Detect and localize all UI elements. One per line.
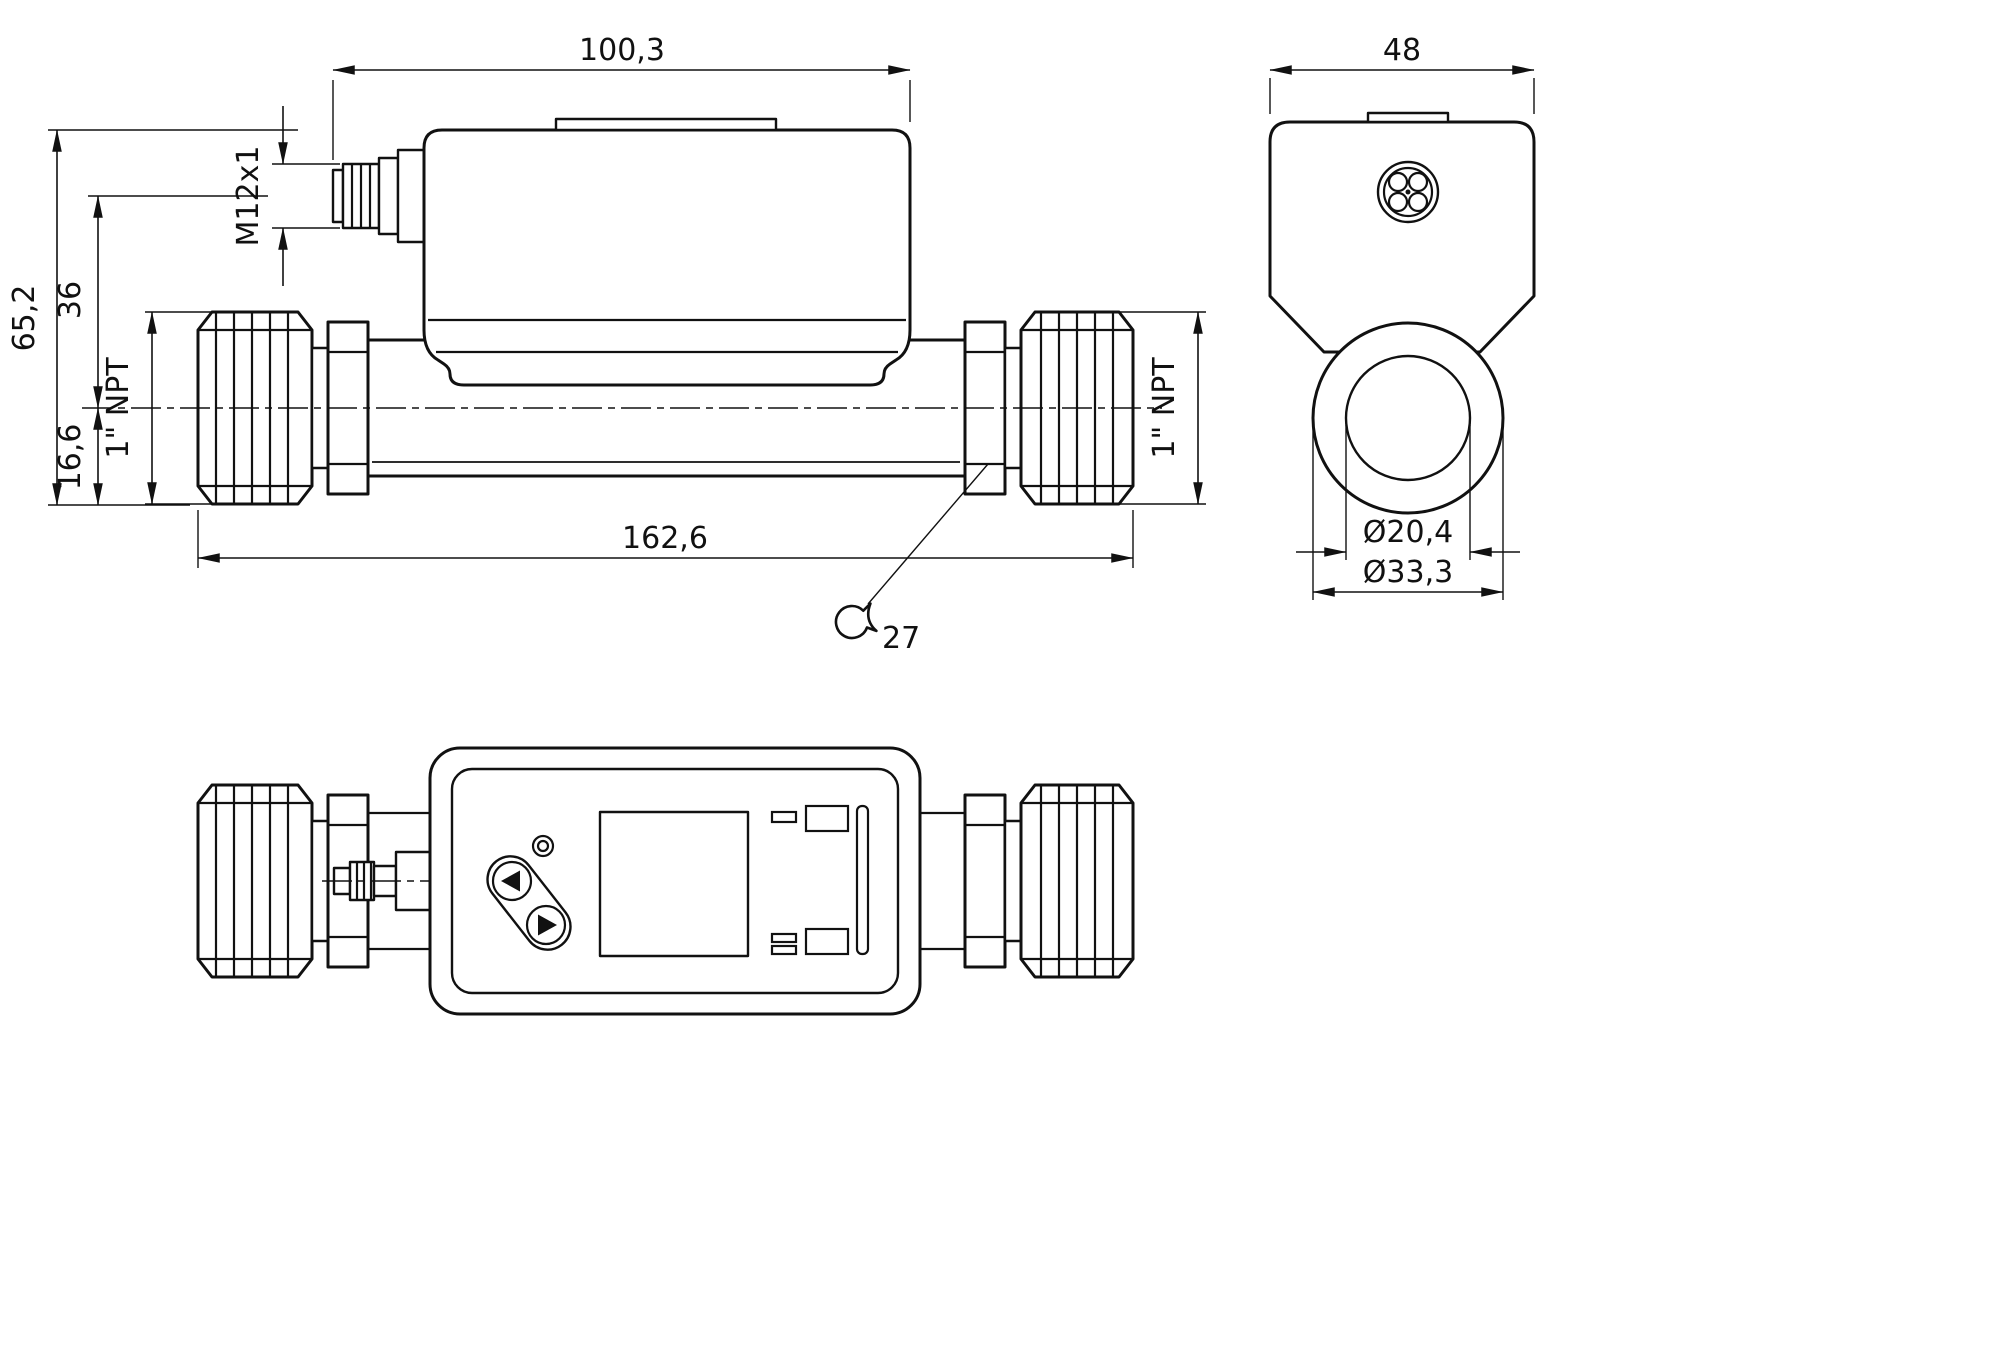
- indicator-bar-top: [770, 810, 798, 824]
- arrow-left-icon: [501, 870, 520, 892]
- m12-connector-end-icon: [1376, 160, 1440, 224]
- port-bore-inner: [1344, 354, 1472, 482]
- led-indicator: [531, 834, 555, 858]
- lcd-screen: [598, 810, 750, 958]
- side-view: 100,3 M12x1 65,2 36 16,6: [7, 33, 1206, 656]
- dim-overall-length: 162,6: [197, 510, 1134, 568]
- dim-pipe-half-height: 16,6: [53, 407, 103, 506]
- end-view-top-tab: [1366, 111, 1450, 124]
- front-view: [196, 746, 1135, 1016]
- sensor-head: [422, 117, 912, 387]
- arrow-right-icon: [538, 914, 557, 936]
- dim-text-bore-diameter: Ø20,4: [1363, 515, 1453, 550]
- dim-overall-height: 65,2: [7, 129, 298, 506]
- dim-text-port-outer-diameter: Ø33,3: [1363, 555, 1453, 590]
- dim-port-outer-diameter: Ø33,3: [1312, 428, 1504, 600]
- dim-head-width: 100,3: [332, 33, 911, 160]
- function-key-bottom: [804, 927, 850, 956]
- head-top-tab: [554, 117, 778, 132]
- side-slot: [855, 804, 870, 956]
- front-inlet-thread-left: [196, 783, 314, 979]
- m12-connector: [331, 148, 426, 244]
- thread-label-left-text: 1" NPT: [101, 357, 136, 459]
- dim-text-overall-height: 65,2: [7, 285, 42, 352]
- front-outlet-thread-right: [1019, 783, 1135, 979]
- wrench-icon: [834, 602, 878, 640]
- front-hex-nut-right: [963, 793, 1007, 969]
- function-key-top: [804, 804, 850, 833]
- dim-text-overall-length: 162,6: [622, 521, 708, 556]
- display-housing: [428, 746, 922, 1016]
- button-up: [491, 860, 533, 902]
- button-down: [525, 904, 567, 946]
- dim-text-axis-offset: 36: [53, 281, 88, 319]
- thread-label-left: 1" NPT: [101, 311, 214, 505]
- dim-connector-axis-offset: 36: [53, 195, 268, 409]
- thread-label-right-text: 1" NPT: [1147, 357, 1182, 459]
- end-view-body: [1268, 120, 1536, 354]
- indicator-bar-bottom-1: [770, 932, 798, 944]
- wrench-size-callout: 27: [834, 463, 989, 656]
- leader-line: [867, 463, 989, 605]
- end-view: 48 Ø20,4 Ø33,3: [1268, 33, 1536, 600]
- front-m12-connector: [322, 850, 448, 912]
- wrench-size-text: 27: [882, 621, 920, 656]
- indicator-bar-bottom-2: [770, 944, 798, 956]
- dim-body-width: 48: [1269, 33, 1535, 114]
- dim-bore-diameter: Ø20,4: [1296, 425, 1520, 560]
- pushbutton-group: [486, 855, 572, 951]
- dim-text-pipe-half-height: 16,6: [53, 424, 88, 491]
- front-neck-right: [1003, 819, 1023, 943]
- thread-label-right: 1" NPT: [1119, 311, 1206, 505]
- dim-text-body-width: 48: [1383, 33, 1421, 68]
- dim-text-head-width: 100,3: [579, 33, 665, 68]
